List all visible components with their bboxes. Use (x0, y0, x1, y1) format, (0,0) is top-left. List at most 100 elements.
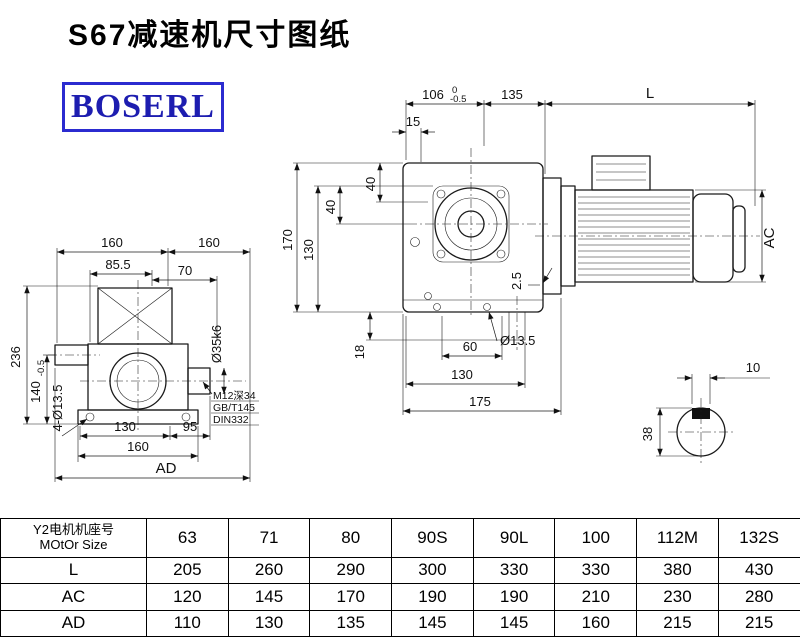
dim-40-lower-label: 40 (323, 200, 338, 214)
technical-drawing: 106 0 -0.5 135 L 15 170 130 40 40 2.5 18… (8, 85, 778, 482)
terminal-box-lines (596, 163, 646, 181)
dim-AD-label: AD (156, 460, 177, 477)
front-dimension-lines (294, 101, 765, 414)
dim-130-bottom-label: 130 (451, 367, 473, 382)
value-cell: 170 (309, 583, 393, 611)
dim-4-holes-label: 4-Ø13.5 (50, 385, 65, 432)
dim-160-left-label: 160 (101, 235, 123, 250)
table-row-AC: AC 120 145 170 190 190 210 230 280 (0, 583, 800, 611)
key-extension-lines (656, 374, 770, 457)
value-cell: 120 (146, 583, 229, 611)
value-cell: 190 (391, 583, 474, 611)
dim-2-5-label: 2.5 (509, 272, 524, 290)
side-view-centerlines (48, 280, 246, 432)
dim-10-label: 10 (746, 360, 760, 375)
value-cell: 260 (227, 556, 311, 585)
dim-140-label: 140 (28, 381, 43, 403)
dim-236-label: 236 (8, 346, 23, 368)
boserl-logo: BOSERL (62, 82, 224, 132)
side-extension-lines (23, 248, 251, 482)
dim-106-tol-lower: -0.5 (450, 94, 466, 105)
value-cell: 230 (636, 583, 719, 611)
note-gb: GB/T145 (213, 402, 255, 414)
dim-135-label: 135 (501, 87, 523, 102)
note-m12: M12深34 (213, 390, 256, 402)
row-label-AC: AC (0, 583, 147, 611)
side-dimension-lines (24, 249, 250, 481)
dim-130-side-label: 130 (301, 239, 316, 261)
dim-160-bottom-label: 160 (127, 439, 149, 454)
value-cell: 145 (227, 583, 311, 611)
dim-85-5-label: 85.5 (105, 257, 130, 272)
header-label-cn: Y2电机机座号 (33, 521, 114, 537)
row-label-AD: AD (0, 609, 147, 637)
value-cell: 110 (146, 609, 229, 637)
dim-140-tol: -0.5 (36, 360, 47, 376)
motor-size-table: Y2电机机座号 MOtOr Size 63 71 80 90S 90L 100 … (0, 518, 800, 637)
value-cell: 145 (472, 609, 556, 637)
value-cell: 205 (146, 556, 229, 585)
dim-38-label: 38 (640, 427, 655, 441)
dim-175-label: 175 (469, 394, 491, 409)
table-header-row: Y2电机机座号 MOtOr Size 63 71 80 90S 90L 100 … (0, 518, 800, 558)
header-label-en: MOtOr Size (39, 536, 108, 552)
size-column-63: 63 (146, 518, 229, 558)
side-view-dimensions: 160 160 85.5 70 236 140 -0.5 Ø35k6 4-Ø13… (8, 235, 259, 482)
dim-shaft-label: Ø35k6 (209, 325, 224, 363)
motor-fins (578, 196, 690, 276)
size-column-132s: 132S (717, 518, 800, 558)
value-cell: 130 (227, 609, 311, 637)
dim-60-label: 60 (463, 339, 477, 354)
dim-130-label: 130 (114, 419, 136, 434)
dim-40-upper-label: 40 (363, 177, 378, 191)
side-view-outline (54, 287, 211, 425)
value-cell: 215 (636, 609, 719, 637)
value-cell: 300 (391, 556, 474, 585)
dim-106-tol-upper: 0 (452, 85, 457, 96)
page-title: S67减速机尺寸图纸 (68, 19, 352, 52)
row-label-L: L (0, 556, 147, 585)
dim-70-label: 70 (178, 263, 192, 278)
front-view-outline (402, 162, 544, 341)
value-cell: 145 (391, 609, 474, 637)
size-column-80: 80 (309, 518, 393, 558)
size-column-71: 71 (227, 518, 311, 558)
dim-hole-label: Ø13.5 (500, 333, 535, 348)
dim-95-label: 95 (183, 419, 197, 434)
dim-170-label: 170 (280, 229, 295, 251)
value-cell: 330 (472, 556, 556, 585)
motor-size-header-cell: Y2电机机座号 MOtOr Size (0, 518, 147, 558)
size-column-100: 100 (554, 518, 638, 558)
value-cell: 290 (309, 556, 393, 585)
value-cell: 330 (554, 556, 638, 585)
value-cell: 190 (472, 583, 556, 611)
key-dimension-lines (657, 375, 725, 456)
keyway (692, 408, 710, 419)
front-view-dimensions: 106 0 -0.5 135 L 15 170 130 40 40 2.5 18… (280, 85, 778, 415)
dim-18-label: 18 (352, 345, 367, 359)
dim-106-label: 106 (422, 87, 444, 102)
value-cell: 210 (554, 583, 638, 611)
value-cell: 160 (554, 609, 638, 637)
dim-AC-label: AC (761, 227, 778, 248)
key-detail: 38 10 (640, 360, 770, 466)
front-view-centerlines (408, 148, 760, 350)
value-cell: 430 (717, 556, 800, 585)
dim-L-label: L (646, 85, 654, 102)
note-din: DIN332 (213, 414, 249, 426)
value-cell: 280 (717, 583, 800, 611)
boserl-logo-text: BOSERL (71, 88, 215, 125)
table-row-AD: AD 110 130 135 145 145 160 215 215 (0, 609, 800, 637)
value-cell: 215 (717, 609, 800, 637)
size-column-90l: 90L (472, 518, 556, 558)
value-cell: 380 (636, 556, 719, 585)
value-cell: 135 (309, 609, 393, 637)
tapped-hole-note: M12深34 GB/T145 DIN332 (211, 390, 259, 426)
motor-outline (542, 155, 746, 295)
dim-160-right-label: 160 (198, 235, 220, 250)
table-row-L: L 205 260 290 300 330 330 380 430 (0, 556, 800, 585)
dim-15-label: 15 (406, 114, 420, 129)
size-column-90s: 90S (391, 518, 474, 558)
size-column-112m: 112M (636, 518, 719, 558)
